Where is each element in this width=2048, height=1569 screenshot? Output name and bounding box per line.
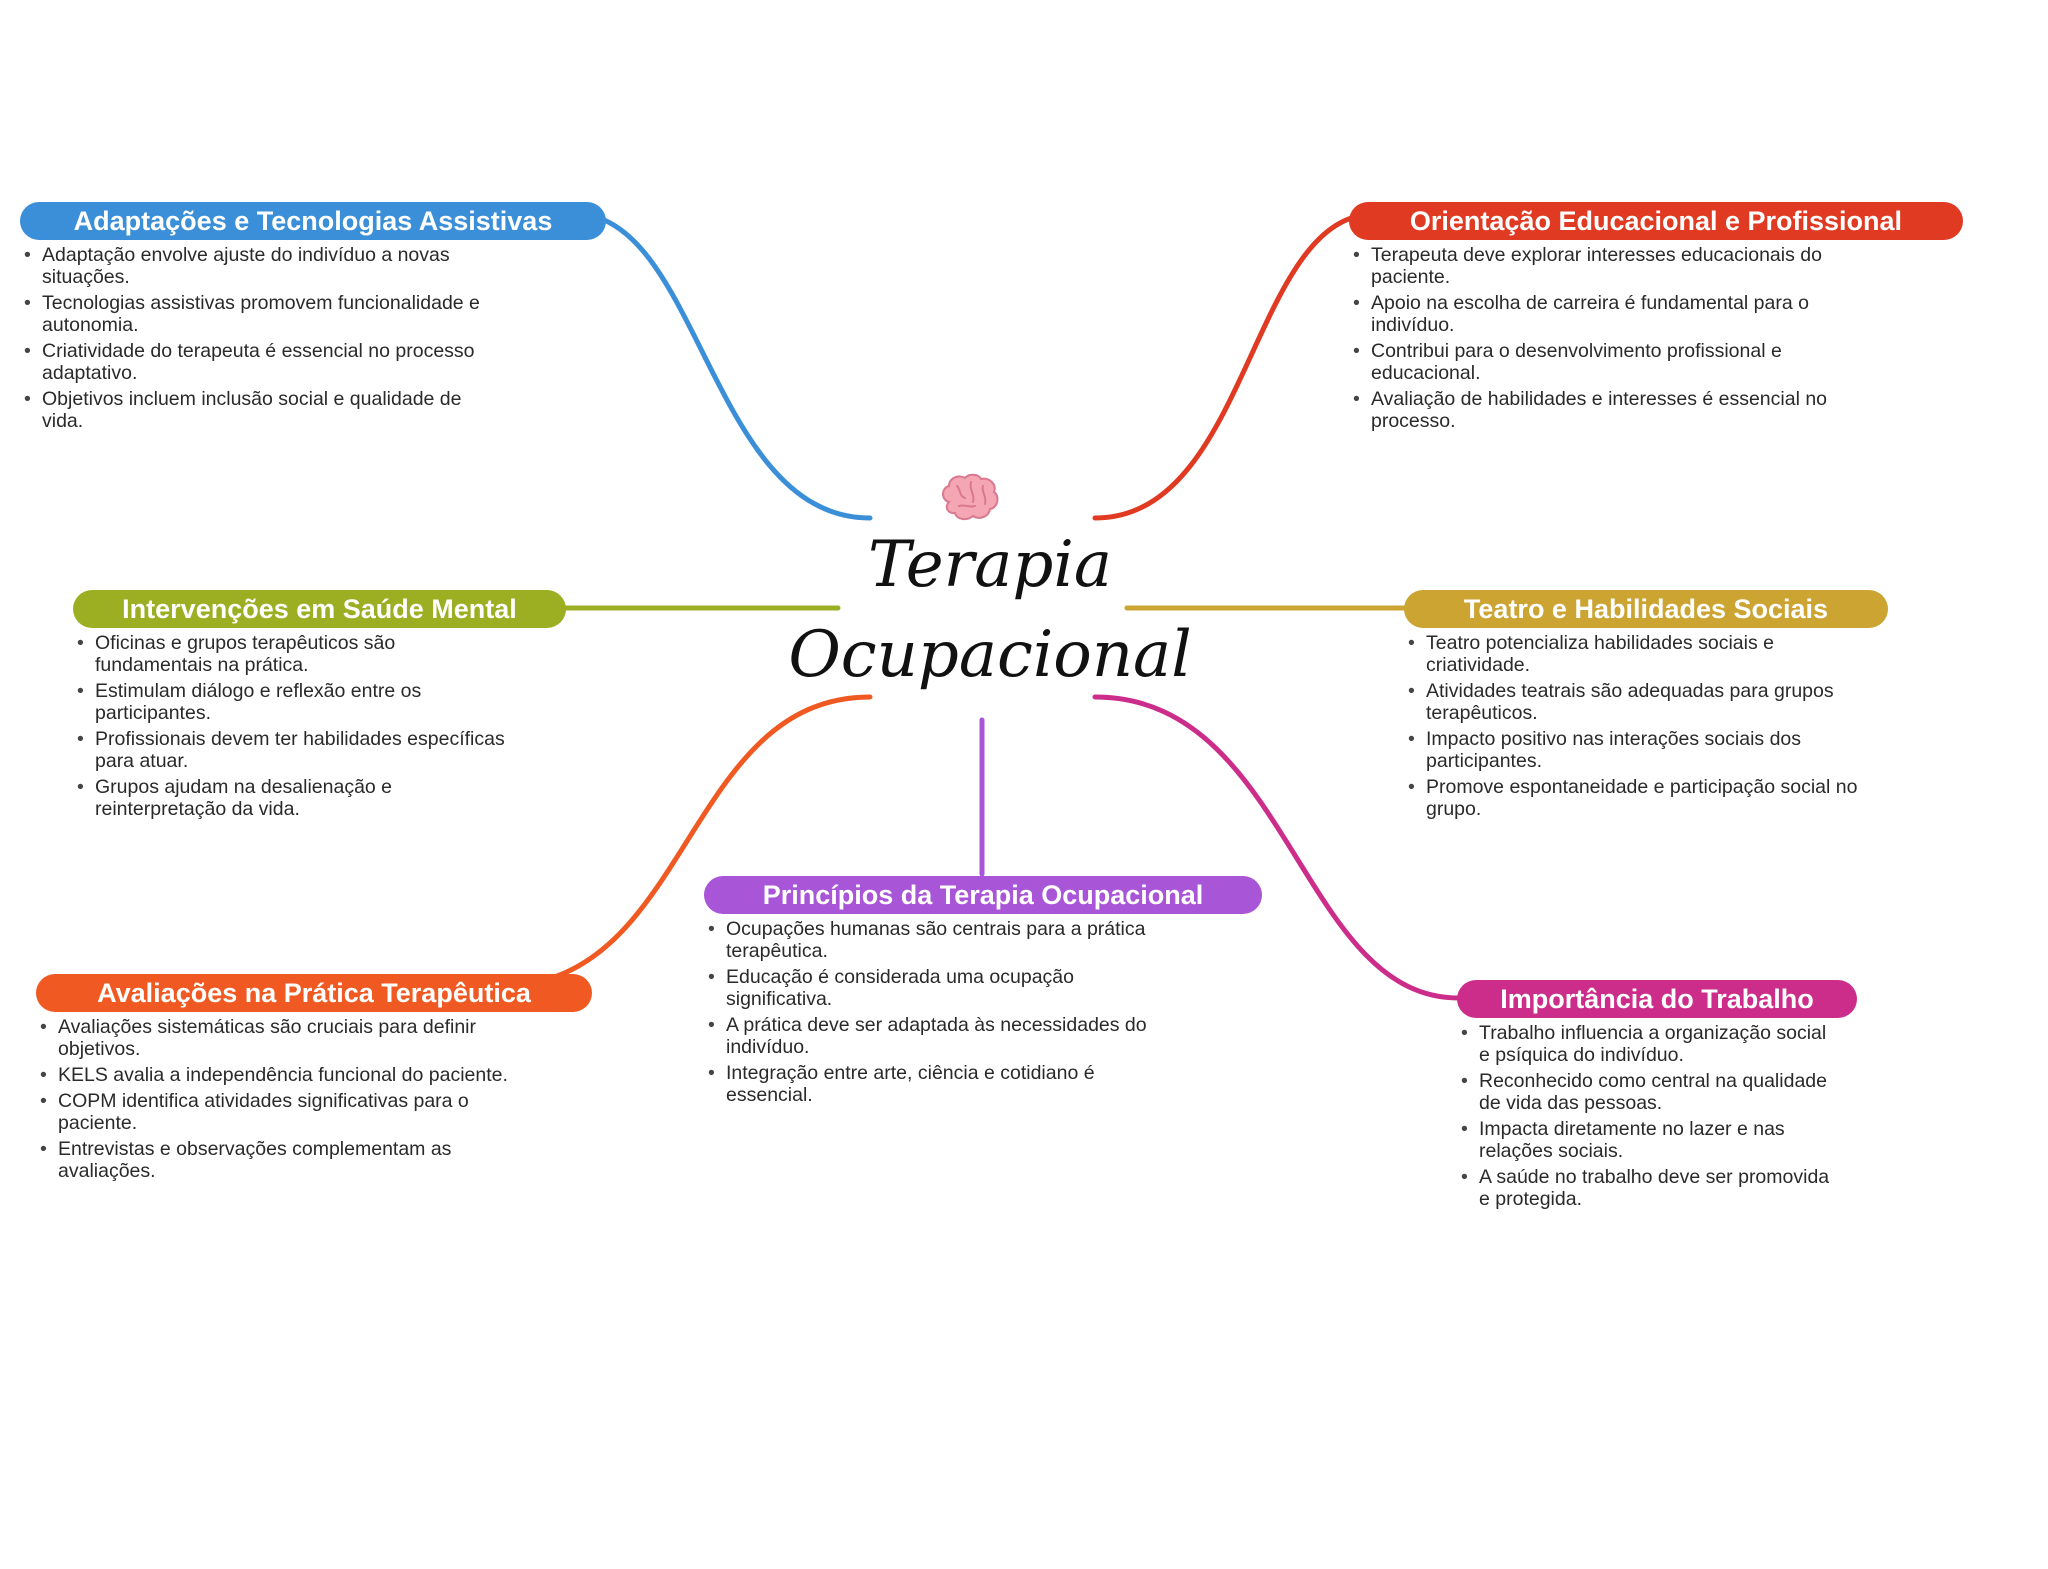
connector-orientacao (1092, 211, 1378, 521)
branch-trabalho: Importância do Trabalho Trabalho influen… (1457, 980, 1857, 1214)
list-item: Tecnologias assistivas promovem funciona… (24, 292, 482, 336)
branch-trabalho-title[interactable]: Importância do Trabalho (1457, 980, 1857, 1018)
list-item: Integração entre arte, ciência e cotidia… (708, 1062, 1166, 1106)
list-item: Atividades teatrais são adequadas para g… (1408, 680, 1866, 724)
list-item: Grupos ajudam na desalienação e reinterp… (77, 776, 515, 820)
branch-intervencoes-items: Oficinas e grupos terapêuticos são funda… (73, 632, 515, 820)
branch-adaptacoes: Adaptações e Tecnologias Assistivas Adap… (20, 202, 606, 436)
list-item: Teatro potencializa habilidades sociais … (1408, 632, 1866, 676)
branch-orientacao-items: Terapeuta deve explorar interesses educa… (1349, 244, 1831, 432)
branch-orientacao: Orientação Educacional e Profissional Te… (1349, 202, 1963, 436)
list-item: Oficinas e grupos terapêuticos são funda… (77, 632, 515, 676)
connector-avaliacoes (542, 694, 873, 983)
branch-principios-title[interactable]: Princípios da Terapia Ocupacional (704, 876, 1262, 914)
branch-avaliacoes-title[interactable]: Avaliações na Prática Terapêutica (36, 974, 592, 1012)
branch-orientacao-title[interactable]: Orientação Educacional e Profissional (1349, 202, 1963, 240)
list-item: Trabalho influencia a organização social… (1461, 1022, 1839, 1066)
central-topic[interactable]: Terapia Ocupacional (780, 520, 1200, 700)
list-item: Educação é considerada uma ocupação sign… (708, 966, 1166, 1010)
branch-intervencoes-title[interactable]: Intervenções em Saúde Mental (73, 590, 566, 628)
list-item: Entrevistas e observações complementam a… (40, 1138, 528, 1182)
list-item: Avaliações sistemáticas são cruciais par… (40, 1016, 528, 1060)
branch-principios: Princípios da Terapia Ocupacional Ocupaç… (704, 876, 1262, 1110)
list-item: KELS avalia a independência funcional do… (40, 1064, 528, 1086)
list-item: Promove espontaneidade e participação so… (1408, 776, 1866, 820)
list-item: Adaptação envolve ajuste do indivíduo a … (24, 244, 482, 288)
list-item: Avaliação de habilidades e interesses é … (1353, 388, 1831, 432)
brain-icon (939, 472, 1001, 522)
branch-teatro-title[interactable]: Teatro e Habilidades Sociais (1404, 590, 1888, 628)
list-item: Terapeuta deve explorar interesses educa… (1353, 244, 1831, 288)
list-item: Profissionais devem ter habilidades espe… (77, 728, 515, 772)
branch-trabalho-items: Trabalho influencia a organização social… (1457, 1022, 1839, 1210)
branch-principios-items: Ocupações humanas são centrais para a pr… (704, 918, 1166, 1106)
list-item: Impacta diretamente no lazer e nas relaç… (1461, 1118, 1839, 1162)
list-item: Reconhecido como central na qualidade de… (1461, 1070, 1839, 1114)
list-item: A prática deve ser adaptada às necessida… (708, 1014, 1166, 1058)
branch-intervencoes: Intervenções em Saúde Mental Oficinas e … (73, 590, 566, 824)
branch-avaliacoes-items: Avaliações sistemáticas são cruciais par… (36, 1016, 528, 1182)
branch-teatro: Teatro e Habilidades Sociais Teatro pote… (1404, 590, 1888, 824)
central-topic-line2: Ocupacional (788, 618, 1192, 692)
branch-adaptacoes-title[interactable]: Adaptações e Tecnologias Assistivas (20, 202, 606, 240)
central-topic-line1: Terapia (868, 528, 1112, 602)
list-item: COPM identifica atividades significativa… (40, 1090, 528, 1134)
branch-adaptacoes-items: Adaptação envolve ajuste do indivíduo a … (20, 244, 482, 432)
branch-teatro-items: Teatro potencializa habilidades sociais … (1404, 632, 1866, 820)
connector-adaptacoes (572, 211, 873, 521)
list-item: A saúde no trabalho deve ser promovida e… (1461, 1166, 1839, 1210)
list-item: Apoio na escolha de carreira é fundament… (1353, 292, 1831, 336)
list-item: Estimulam diálogo e reflexão entre os pa… (77, 680, 515, 724)
branch-avaliacoes: Avaliações na Prática Terapêutica Avalia… (36, 974, 592, 1186)
connector-trabalho (1092, 694, 1463, 1001)
list-item: Objetivos incluem inclusão social e qual… (24, 388, 482, 432)
list-item: Ocupações humanas são centrais para a pr… (708, 918, 1166, 962)
list-item: Contribui para o desenvolvimento profiss… (1353, 340, 1831, 384)
list-item: Impacto positivo nas interações sociais … (1408, 728, 1866, 772)
list-item: Criatividade do terapeuta é essencial no… (24, 340, 482, 384)
